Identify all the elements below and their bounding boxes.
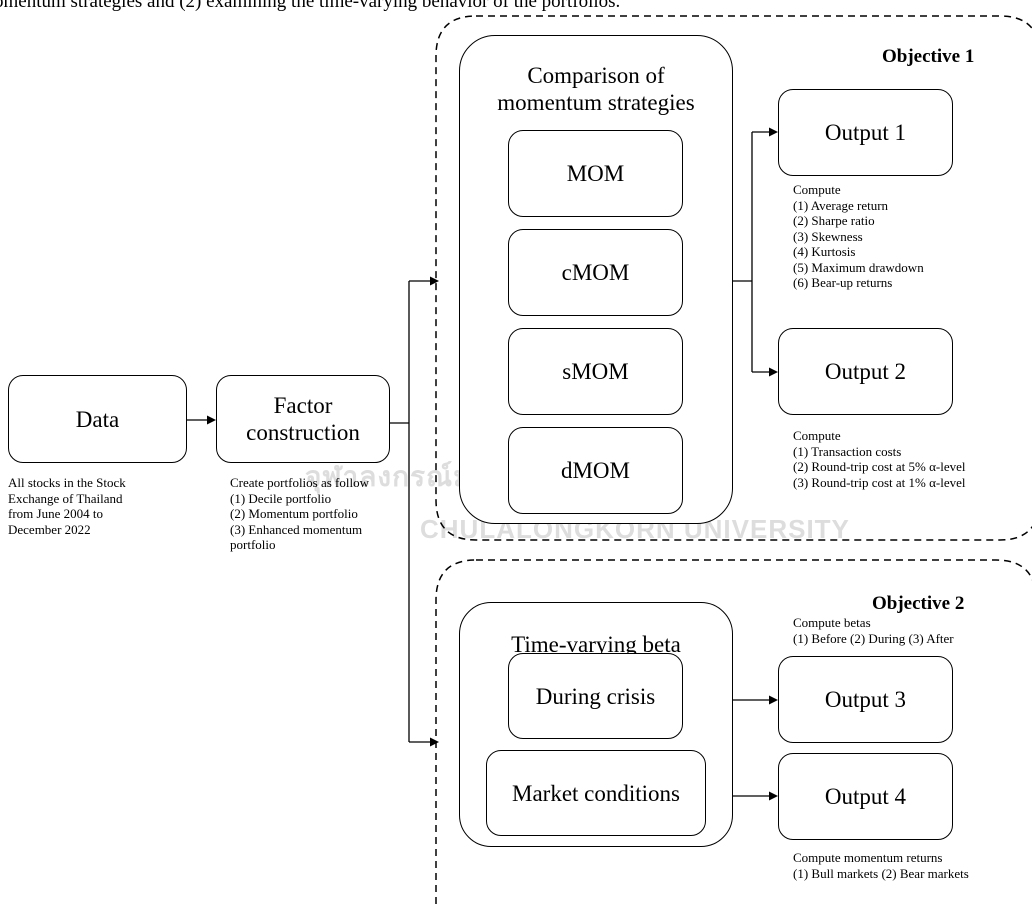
output3-note-line: (1) Before (2) During (3) After <box>793 630 954 646</box>
data-note: All stocks in the Stock Exchange of Thai… <box>8 475 126 537</box>
output2-note-line: (1) Transaction costs <box>793 443 902 459</box>
output4-note-line: Compute momentum returns <box>793 850 943 865</box>
output1-note-line: Compute <box>793 182 841 197</box>
factor-note-line: (1) Decile portfolio <box>230 490 332 506</box>
data-note-line: Exchange of Thailand <box>8 490 123 506</box>
factor-note-line: (2) Momentum portfolio <box>230 506 358 521</box>
output2-note: Compute (1) Transaction costs (2) Round-… <box>793 428 966 490</box>
output2-note-line: (2) Round-trip cost at 5% α-level <box>793 459 966 474</box>
objective1-dashed-region <box>435 15 1032 541</box>
output4-note: Compute momentum returns (1) Bull market… <box>793 850 969 881</box>
during-crisis-label: During crisis <box>535 683 656 709</box>
output1-note-line: (6) Bear-up returns <box>793 275 893 290</box>
market-conditions-box: Market conditions <box>486 750 706 836</box>
output2-box: Output 2 <box>778 328 953 415</box>
objective1-title: Objective 1 <box>882 46 975 67</box>
data-note-line: December 2022 <box>8 521 91 537</box>
factor-note: Create portfolios as follow (1) Decile p… <box>230 475 369 553</box>
output1-note-line: (1) Average return <box>793 197 889 213</box>
output1-note-line: (3) Skewness <box>793 228 863 244</box>
strategy-label: sMOM <box>562 359 629 384</box>
intro-text: omentum strategies and (2) examining the… <box>0 0 621 12</box>
output4-label: Output 4 <box>824 784 907 809</box>
data-note-line: All stocks in the Stock <box>8 475 126 490</box>
output1-label: Output 1 <box>824 120 907 145</box>
output1-note: Compute (1) Average return (2) Sharpe ra… <box>793 182 924 291</box>
factor-box-label-line2: construction <box>246 420 360 445</box>
time-varying-beta-title: Time-varying beta <box>511 632 681 657</box>
factor-note-line: Create portfolios as follow <box>230 475 369 490</box>
objective2-dashed-region <box>435 559 1032 904</box>
output1-note-line: (2) Sharpe ratio <box>793 213 875 228</box>
strategy-label: dMOM <box>560 458 630 483</box>
comparison-title-line1: Comparison of <box>527 63 665 88</box>
objective2-title: Objective 2 <box>872 593 965 614</box>
strategy-label: cMOM <box>561 260 630 285</box>
output3-box: Output 3 <box>778 656 953 743</box>
output4-box: Output 4 <box>778 753 953 840</box>
output2-label: Output 2 <box>824 359 907 384</box>
data-box-label: Data <box>75 406 120 432</box>
factor-note-line: (3) Enhanced momentum <box>230 521 363 537</box>
factor-box-label-line1: Factor <box>273 393 333 418</box>
output3-note: Compute betas (1) Before (2) During (3) … <box>793 615 954 646</box>
comparison-title-line2: momentum strategies <box>497 90 695 115</box>
during-crisis-box: During crisis <box>508 653 683 739</box>
strategy-box-dmom: dMOM <box>508 427 683 514</box>
factor-construction-box: Factor construction <box>216 375 390 463</box>
output3-note-line: Compute betas <box>793 615 871 630</box>
output3-label: Output 3 <box>824 687 907 712</box>
data-box: Data <box>8 375 187 463</box>
factor-note-line: portfolio <box>230 537 276 552</box>
market-conditions-label: Market conditions <box>512 780 680 806</box>
output4-note-line: (1) Bull markets (2) Bear markets <box>793 865 969 881</box>
strategy-box-smom: sMOM <box>508 328 683 415</box>
strategy-box-mom: MOM <box>508 130 683 217</box>
output1-note-line: (5) Maximum drawdown <box>793 259 924 275</box>
output1-note-line: (4) Kurtosis <box>793 244 856 259</box>
output2-note-line: (3) Round-trip cost at 1% α-level <box>793 474 966 490</box>
strategy-label: MOM <box>566 161 625 186</box>
data-note-line: from June 2004 to <box>8 506 103 521</box>
output2-note-line: Compute <box>793 428 841 443</box>
output1-box: Output 1 <box>778 89 953 176</box>
strategy-box-cmom: cMOM <box>508 229 683 316</box>
